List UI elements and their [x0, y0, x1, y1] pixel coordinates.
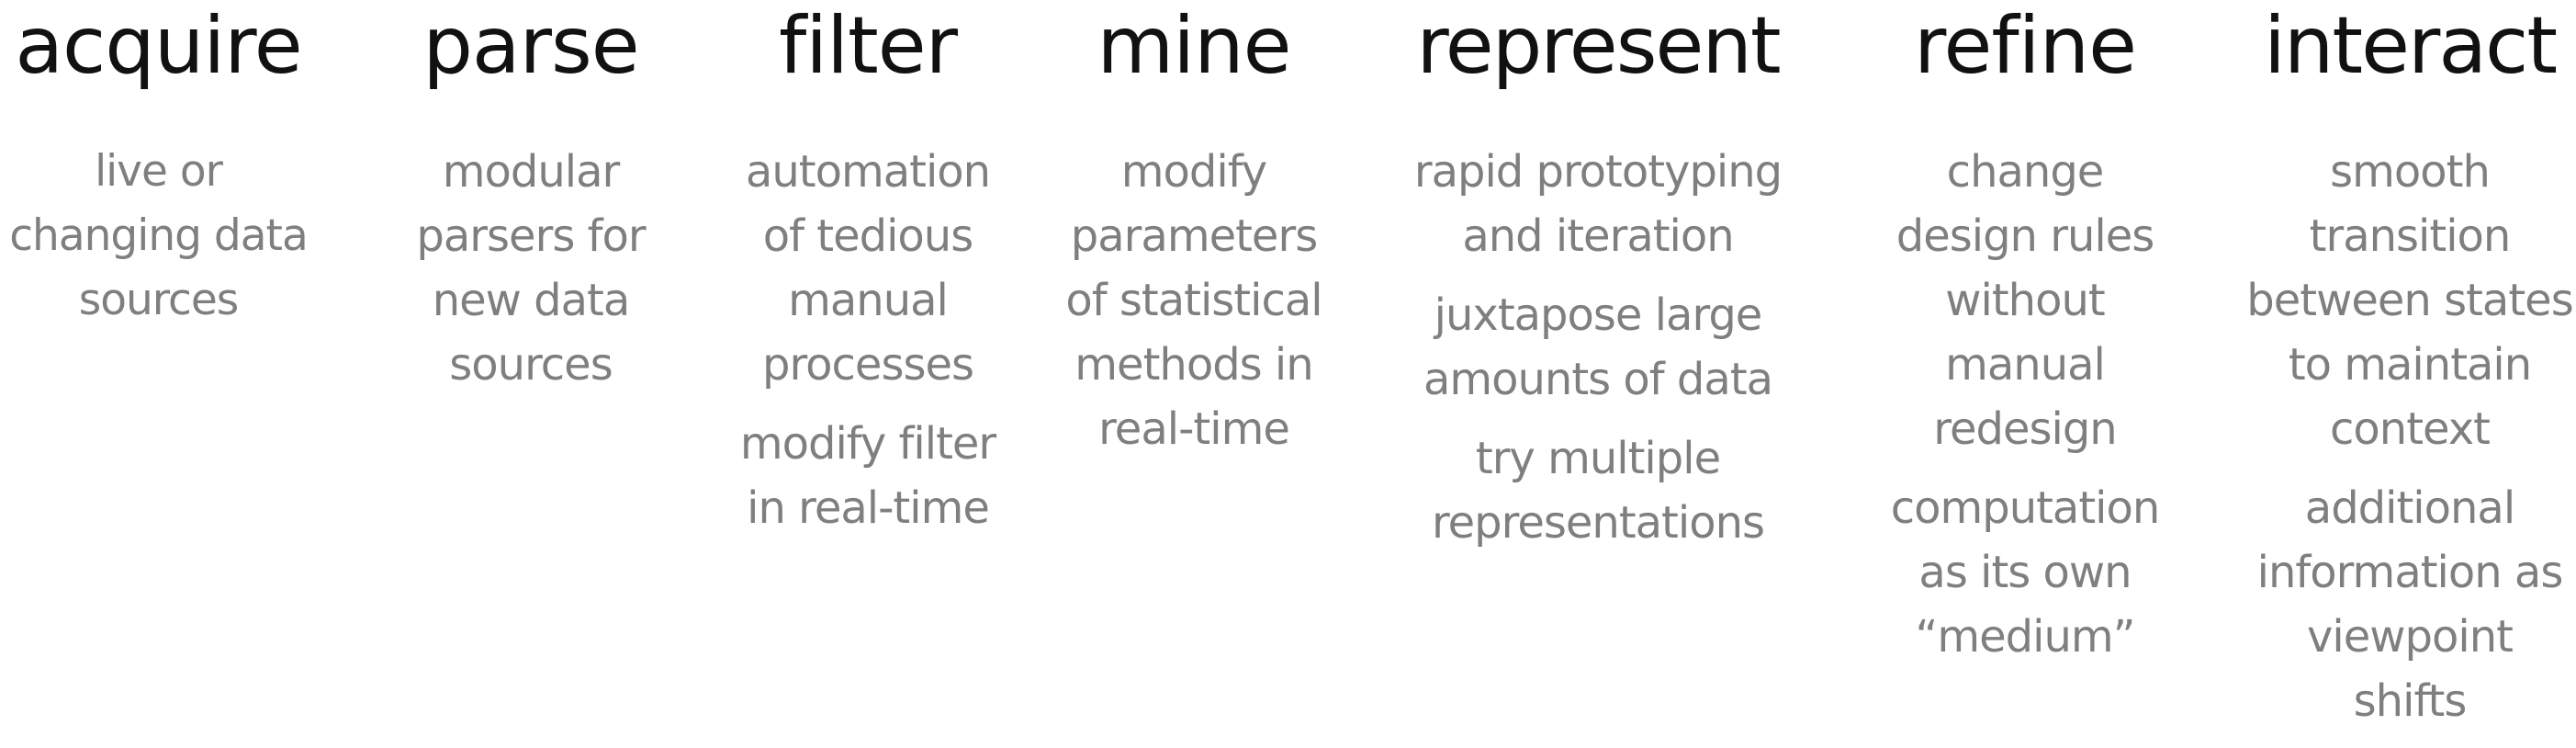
stage-notes-acquire: live or changing data sources [0, 140, 317, 347]
stage-notes-parse: modular parsers for new data sources [397, 140, 665, 412]
stage-note: smooth transition between states to main… [2246, 146, 2573, 455]
stage-note: try multiple representations [1431, 433, 1765, 549]
stage-heading-filter: filter [778, 0, 958, 92]
stage-heading-interact: interact [2263, 0, 2558, 92]
stage-note: rapid prototyping and iteration [1413, 146, 1783, 262]
stage-note: additional information as viewpoint shif… [2256, 482, 2564, 727]
stage-heading-refine: refine [1914, 0, 2137, 92]
stage-note: modify filter in real-time [739, 418, 996, 534]
stage-notes-filter: automation of tedious manual processes m… [721, 140, 1015, 555]
stage-heading-parse: parse [422, 0, 639, 92]
stage-note: juxtapose large amounts of data [1423, 289, 1773, 405]
stage-note: automation of tedious manual processes [745, 146, 991, 391]
stage-notes-interact: smooth transition between states to main… [2244, 140, 2576, 748]
stage-note: live or changing data sources [9, 146, 309, 325]
stage-note: change design rules without manual redes… [1895, 146, 2155, 455]
stage-note: modify parameters of statistical methods… [1065, 146, 1322, 455]
stage-note: modular parsers for new data sources [416, 146, 646, 391]
process-stages-diagram: acquire live or changing data sources pa… [0, 0, 2573, 727]
stage-notes-represent: rapid prototyping and iteration juxtapos… [1387, 140, 1809, 570]
stage-heading-mine: mine [1097, 0, 1291, 92]
stage-heading-acquire: acquire [15, 0, 302, 92]
stage-heading-represent: represent [1416, 0, 1781, 92]
stage-notes-mine: modify parameters of statistical methods… [1056, 140, 1332, 476]
stage-notes-refine: change design rules without manual redes… [1873, 140, 2177, 684]
stage-note: computation as its own “medium” [1890, 482, 2161, 663]
